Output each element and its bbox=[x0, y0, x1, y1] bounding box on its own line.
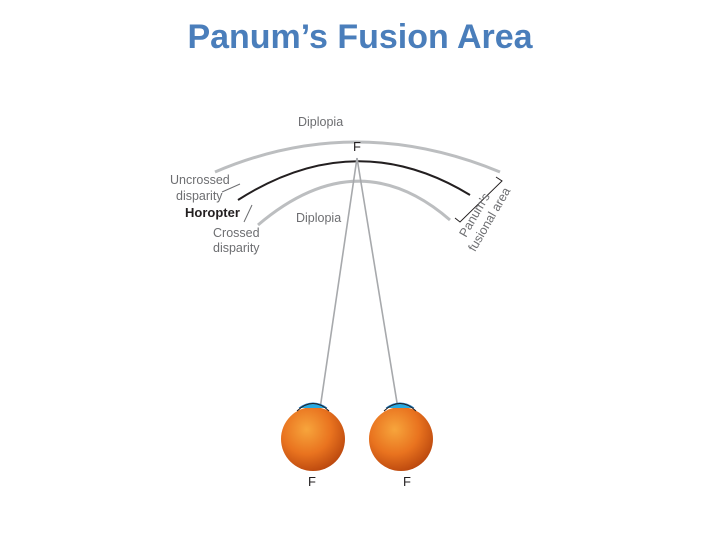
diplopia-inner-label: Diplopia bbox=[296, 211, 341, 225]
right-eye bbox=[369, 402, 433, 471]
fixation-point-label: F bbox=[353, 139, 361, 154]
crossed-label-line1: Crossed bbox=[213, 226, 260, 240]
uncrossed-label-line1: Uncrossed bbox=[170, 173, 230, 187]
horopter-arc bbox=[237, 160, 471, 201]
page-title: Panum’s Fusion Area bbox=[187, 18, 533, 56]
uncrossed-pointer bbox=[221, 183, 241, 193]
crossed-label-line2: disparity bbox=[213, 241, 260, 255]
left-eye-f-label: F bbox=[308, 474, 316, 489]
panums-area-bracket bbox=[454, 176, 503, 223]
outer-boundary-arc bbox=[214, 140, 501, 174]
crossed-pointer bbox=[243, 204, 253, 223]
panums-area-label: Panum’s fusional area bbox=[456, 185, 513, 254]
inner-boundary-arc bbox=[257, 179, 451, 227]
left-eye bbox=[281, 402, 345, 471]
right-eye-f-label: F bbox=[403, 474, 411, 489]
uncrossed-label-line2: disparity bbox=[176, 189, 223, 203]
horopter-label: Horopter bbox=[185, 205, 240, 220]
diplopia-top-label: Diplopia bbox=[298, 115, 343, 129]
